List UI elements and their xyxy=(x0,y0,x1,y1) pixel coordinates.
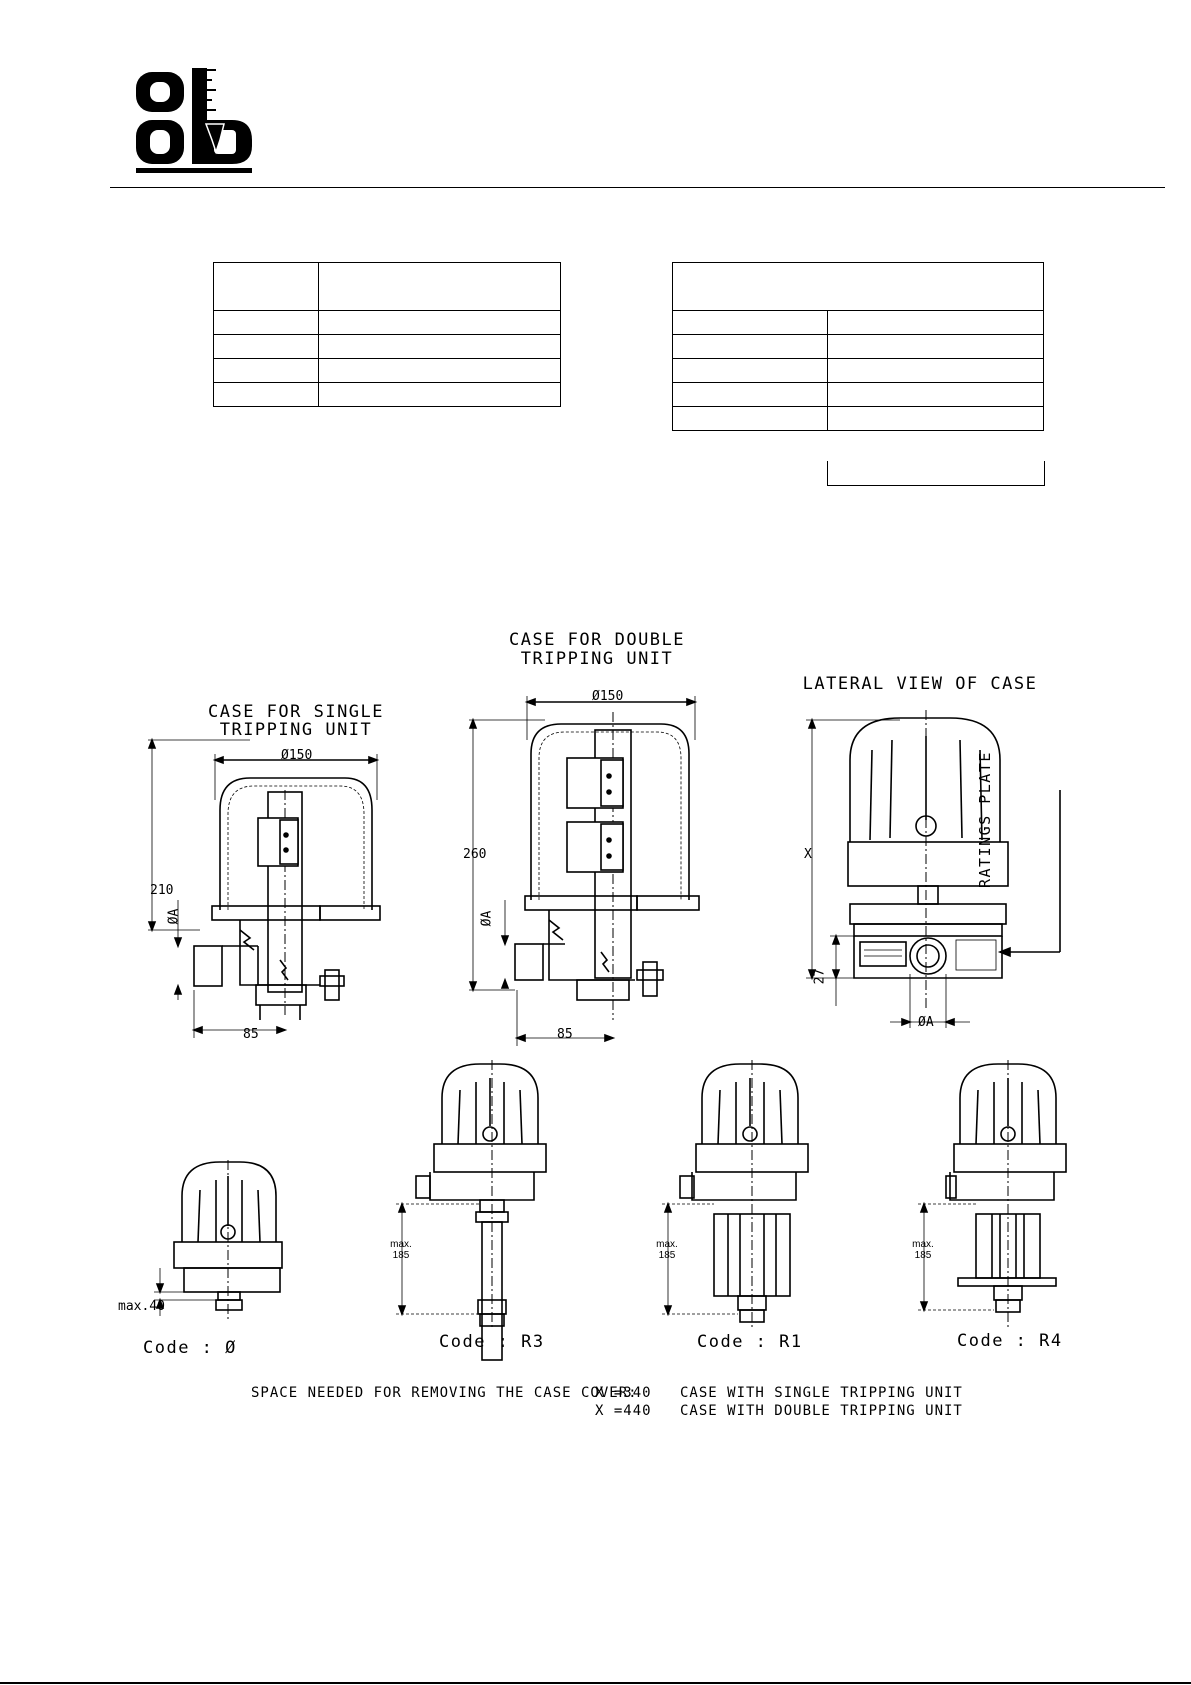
variant-zero-drawing xyxy=(154,1160,283,1320)
space-row-2-desc: CASE WITH DOUBLE TRIPPING UNIT xyxy=(680,1403,963,1419)
double-case-title-1: CASE FOR DOUBLE xyxy=(508,630,686,650)
single-85: 85 xyxy=(243,1027,259,1042)
header-rule xyxy=(110,187,1165,188)
single-d150: Ø150 xyxy=(281,748,313,763)
double-height-260: 260 xyxy=(463,847,487,862)
code-r1: Code : R1 xyxy=(697,1332,803,1352)
variant-r3-drawing xyxy=(396,1060,547,1361)
max40-label: max.40 xyxy=(118,1299,165,1314)
r4-185-label: 185 xyxy=(914,1249,932,1261)
code-r4: Code : R4 xyxy=(957,1331,1063,1351)
right-empty-table xyxy=(672,262,1044,431)
single-case-drawing xyxy=(147,737,381,1038)
lateral-27: 27 xyxy=(812,968,828,985)
code-zero: Code : Ø xyxy=(143,1338,237,1358)
single-case-title-2: TRIPPING UNIT xyxy=(219,720,373,740)
single-da: ØA xyxy=(166,908,182,925)
r1-max-label: max. xyxy=(656,1239,678,1250)
lateral-title: LATERAL VIEW OF CASE xyxy=(802,674,1038,694)
variant-r4-drawing xyxy=(918,1060,1067,1330)
double-case-title-2: TRIPPING UNIT xyxy=(520,649,674,669)
r3-185-label: 185 xyxy=(392,1249,410,1261)
space-row-2-x: X =440 xyxy=(595,1403,652,1419)
bottom-rule xyxy=(0,1682,1191,1684)
code-r3: Code : R3 xyxy=(439,1332,545,1352)
lateral-view-drawing xyxy=(806,710,1061,1028)
r3-max-label: max. xyxy=(390,1239,412,1250)
double-case-drawing xyxy=(468,696,700,1046)
space-row-1-desc: CASE WITH SINGLE TRIPPING UNIT xyxy=(680,1385,963,1401)
r4-max185: max. 185 xyxy=(908,1239,938,1261)
r1-max185: max. 185 xyxy=(652,1239,682,1261)
r3-max185: max. 185 xyxy=(386,1239,416,1261)
space-row-1-x: X =340 xyxy=(595,1385,652,1401)
double-da: ØA xyxy=(479,910,495,927)
double-85: 85 xyxy=(557,1027,573,1042)
r1-185-label: 185 xyxy=(658,1249,676,1261)
lateral-x: X xyxy=(804,847,812,862)
lateral-da: ØA xyxy=(918,1015,934,1030)
single-height-210: 210 xyxy=(150,883,174,898)
r4-max-label: max. xyxy=(912,1239,934,1250)
single-case-title-1: CASE FOR SINGLE xyxy=(207,702,385,722)
space-needed-label: SPACE NEEDED FOR REMOVING THE CASE COVER… xyxy=(251,1385,638,1401)
right-table-tail-cell xyxy=(827,461,1045,486)
variant-r1-drawing xyxy=(662,1060,809,1330)
ratings-plate-label: RATINGS PLATE xyxy=(976,751,994,888)
left-empty-table xyxy=(213,262,561,407)
obd-logo-icon xyxy=(136,68,252,173)
double-d150: Ø150 xyxy=(592,689,624,704)
